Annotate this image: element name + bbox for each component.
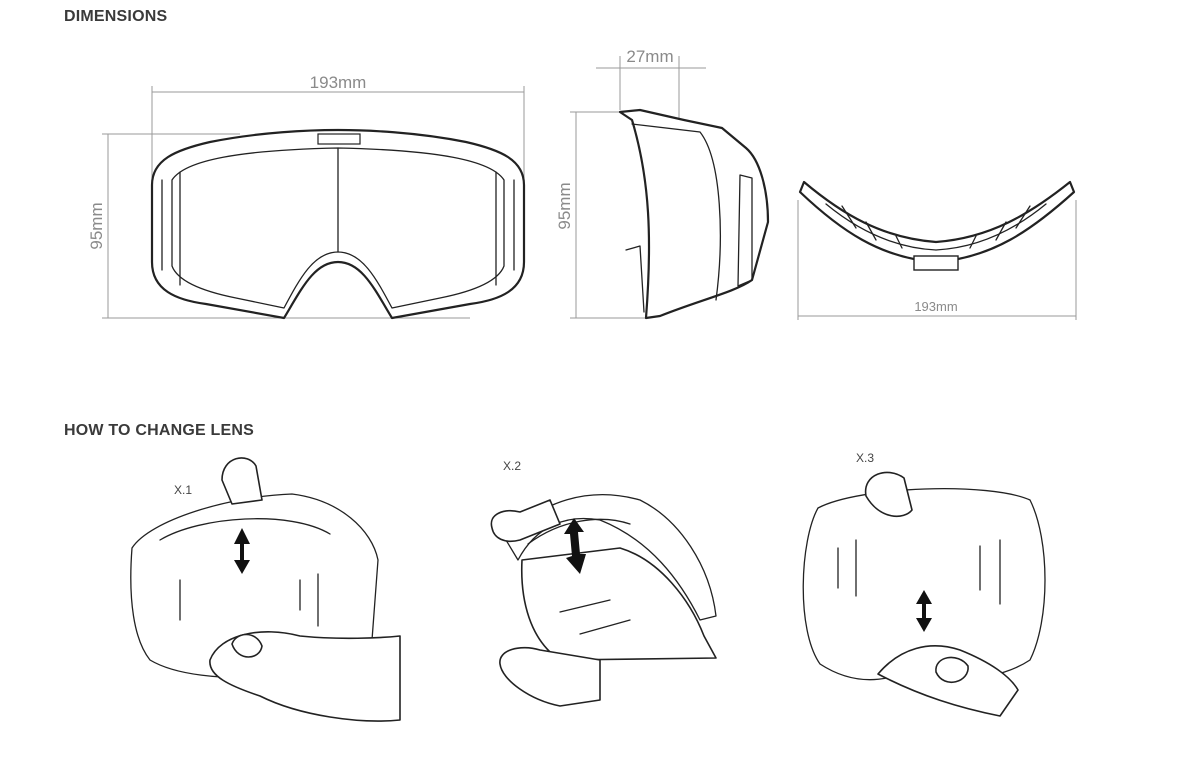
section-title-dimensions: DIMENSIONS bbox=[64, 8, 168, 25]
step-1-illustration: X.1 bbox=[130, 457, 401, 722]
step-1-label: X.1 bbox=[174, 483, 192, 497]
step-3-illustration: X.3 bbox=[802, 451, 1046, 717]
section-title-change-lens: HOW TO CHANGE LENS bbox=[64, 422, 254, 439]
step-3-label: X.3 bbox=[856, 451, 874, 465]
step-2-illustration: X.2 bbox=[490, 459, 717, 707]
goggle-top-view: 193mm bbox=[797, 180, 1077, 320]
side-depth-label: 27mm bbox=[626, 47, 673, 66]
front-width-label: 193mm bbox=[310, 73, 367, 92]
step-2-label: X.2 bbox=[503, 459, 521, 473]
goggle-side-view: 27mm 95mm bbox=[555, 47, 770, 320]
top-width-label: 193mm bbox=[914, 299, 957, 314]
goggle-front-view: 193mm 95mm bbox=[87, 73, 526, 320]
side-height-label: 95mm bbox=[555, 182, 574, 229]
front-height-label: 95mm bbox=[87, 202, 106, 249]
